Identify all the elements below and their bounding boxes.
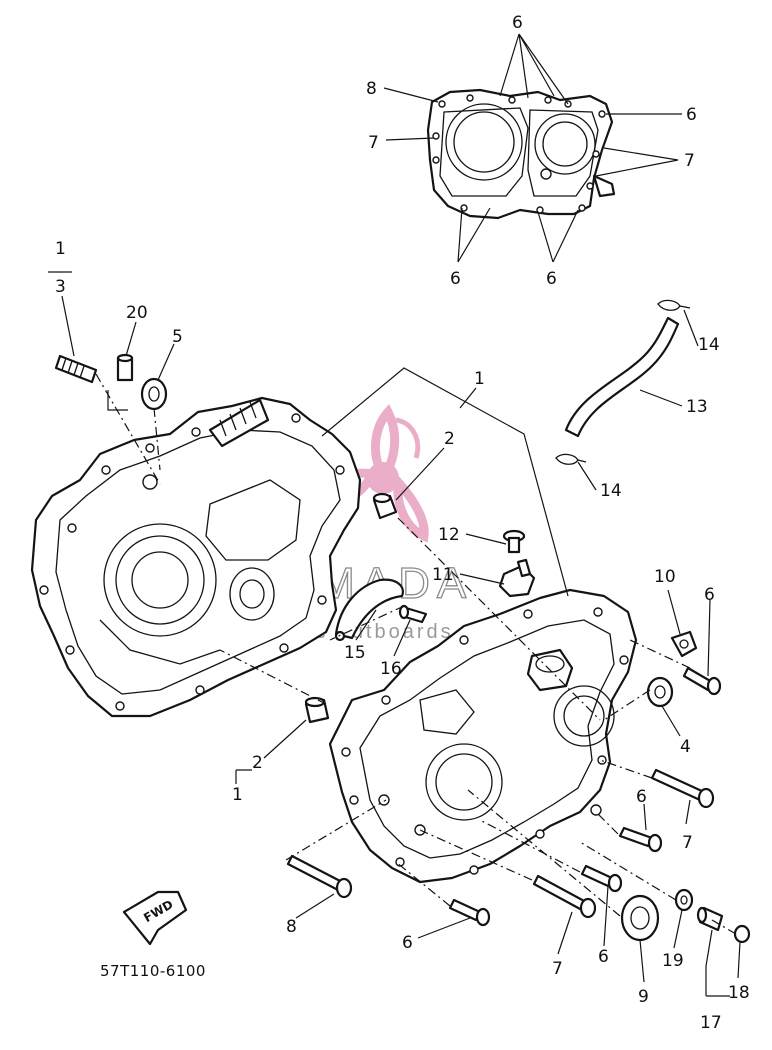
bolt-part-6-bottom: [448, 898, 491, 927]
callout-14-mid: 14: [600, 481, 622, 501]
callout-12: 12: [438, 525, 460, 545]
bolt-part-8-bottom: [286, 854, 353, 899]
callout-14-top: 14: [698, 335, 720, 355]
callout-1-low: 1: [232, 785, 243, 805]
callout-17: 17: [700, 1013, 722, 1033]
callout-1-left: 1: [55, 239, 66, 259]
bolt-part-6-lower: [618, 826, 663, 853]
callout-2-center: 2: [444, 429, 455, 449]
callout-6-low-right: 6: [636, 787, 647, 807]
callout-6-top: 6: [512, 13, 523, 33]
fwd-arrow-icon: FWD: [122, 890, 188, 946]
callout-7-top-left: 7: [368, 133, 379, 153]
callout-6-bottom-mid: 6: [598, 947, 609, 967]
callout-6-gasket-bl: 6: [450, 269, 461, 289]
callout-8-bottom: 8: [286, 917, 297, 937]
stud-bolt-part-3: [54, 354, 98, 384]
hose-clip-part-14-top: [657, 299, 691, 311]
callout-1-center: 1: [474, 369, 485, 389]
callout-6-bottom: 6: [402, 933, 413, 953]
bolt-part-6-right: [682, 666, 722, 696]
diagram-code: 57T110-6100: [100, 962, 206, 980]
plate-part-15: [334, 578, 404, 642]
left-crankcase: [30, 396, 362, 718]
callout-4: 4: [680, 737, 691, 757]
dowel-pin-part-2-upper: [372, 492, 398, 520]
callout-7-low-right: 7: [682, 833, 693, 853]
fitting-part-11: [498, 558, 536, 598]
callout-7-bottom: 7: [552, 959, 563, 979]
callout-8-top: 8: [366, 79, 377, 99]
callout-10: 10: [654, 567, 676, 587]
breather-hose-part-13: [564, 316, 680, 438]
bolt-part-7-right: [650, 768, 715, 809]
callout-6-gasket-br: 6: [546, 269, 557, 289]
clamp-part-10: [670, 630, 698, 658]
hose-clip-part-14-mid: [555, 453, 587, 465]
bolt-part-6-bottom-mid: [580, 864, 623, 893]
plug-part-18: [696, 906, 724, 932]
callout-20: 20: [126, 303, 148, 323]
callout-leaders: [48, 271, 741, 997]
callout-9: 9: [638, 987, 649, 1007]
callout-5: 5: [172, 327, 183, 347]
dowel-pin-part-20: [116, 353, 134, 382]
callout-15: 15: [344, 643, 366, 663]
callout-7-top-right: 7: [684, 151, 695, 171]
callout-6-right: 6: [704, 585, 715, 605]
crankcase-gasket: [426, 88, 616, 220]
callout-18: 18: [728, 983, 750, 1003]
bolt-part-7-bottom: [532, 874, 597, 919]
oil-seal-part-9: [620, 894, 660, 942]
callout-16: 16: [380, 659, 402, 679]
oil-seal-part-4: [646, 676, 674, 708]
washer-part-19: [674, 888, 694, 912]
callout-19: 19: [662, 951, 684, 971]
callout-6-top-right: 6: [686, 105, 697, 125]
dowel-pin-part-2-lower: [304, 696, 330, 724]
oil-seal-part-5: [140, 377, 168, 411]
screw-part-12: [502, 529, 526, 554]
callout-11: 11: [432, 565, 454, 585]
callout-13: 13: [686, 397, 708, 417]
o-ring-part-17: [733, 924, 751, 944]
top-gasket-leaders: [383, 33, 682, 263]
callout-labels: 6 8 6 7 7 6 6 1 3 20 5 1 2 14 13 14 12 1…: [55, 13, 750, 1033]
callout-2-low: 2: [252, 753, 263, 773]
bolt-part-16: [398, 604, 428, 624]
callout-3-left: 3: [55, 277, 66, 297]
